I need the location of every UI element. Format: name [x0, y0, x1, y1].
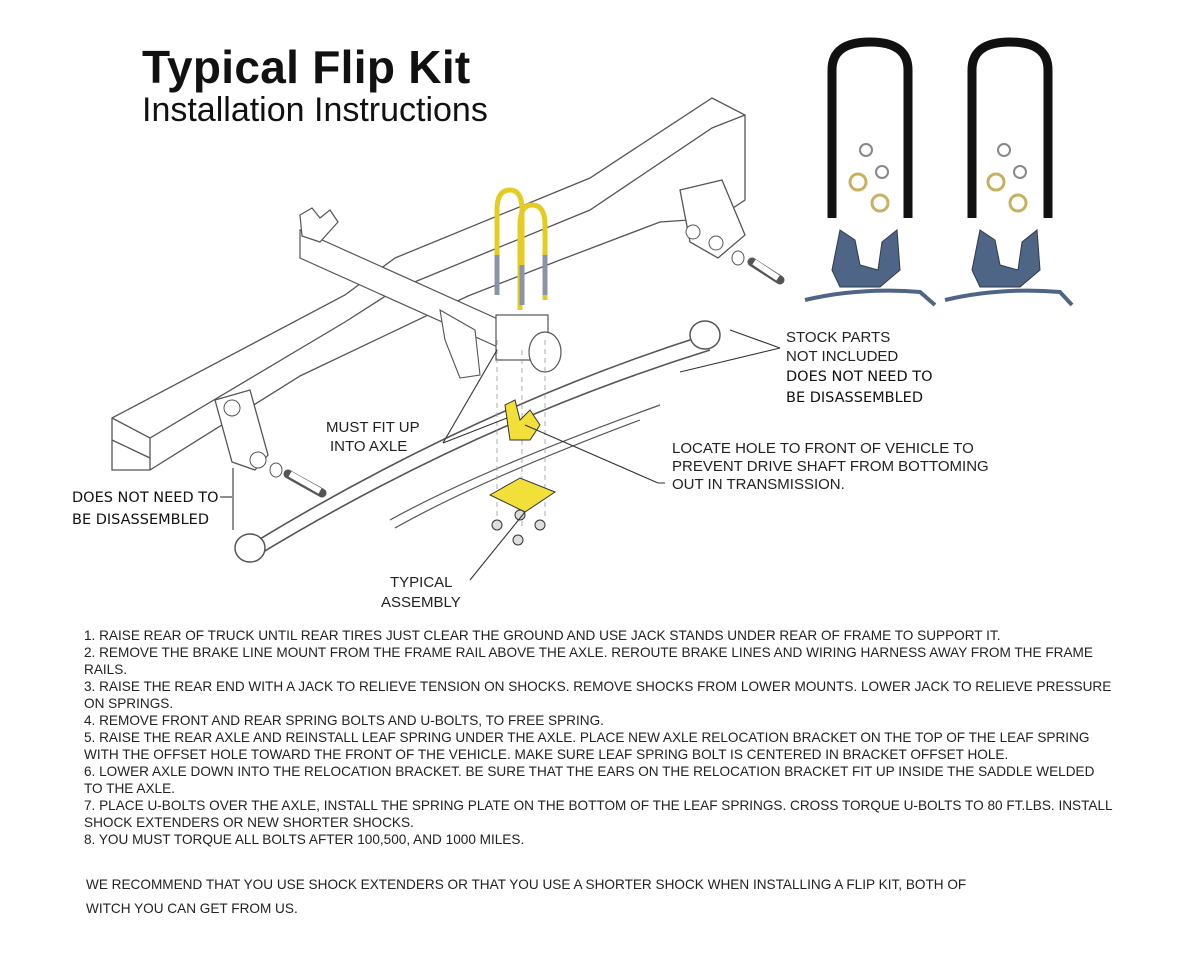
- front-hanger: [679, 179, 785, 285]
- must-fit-label-line1: MUST FIT UP: [326, 419, 420, 436]
- instruction-steps: 1. RAISE REAR OF TRUCK UNTIL REAR TIRES …: [84, 627, 1114, 848]
- relocation-bracket: [488, 399, 557, 546]
- no-disassemble-right-line1: DOES NOT NEED TO: [786, 369, 933, 385]
- step-8: 8. YOU MUST TORQUE ALL BOLTS AFTER 100,5…: [84, 832, 525, 847]
- step-3: 3. RAISE THE REAR END WITH A JACK TO REL…: [84, 679, 1112, 711]
- frame-rail: [111, 97, 746, 471]
- spring-plate: [488, 477, 557, 513]
- recommendation-line2: WITCH YOU CAN GET FROM US.: [86, 901, 298, 916]
- locate-hole-label-line2: PREVENT DRIVE SHAFT FROM BOTTOMING: [672, 458, 989, 475]
- step-5: 5. RAISE THE REAR AXLE AND REINSTALL LEA…: [84, 730, 1090, 762]
- must-fit-label-line2: INTO AXLE: [330, 438, 408, 455]
- stock-parts-photo: [804, 37, 1074, 307]
- no-disassemble-right-line2: BE DISASSEMBLED: [786, 390, 923, 406]
- typical-assembly-line2: ASSEMBLY: [381, 594, 461, 611]
- typical-assembly-line1: TYPICAL: [390, 574, 453, 591]
- stock-parts-label-line2: NOT INCLUDED: [786, 348, 899, 365]
- page-title: Typical Flip Kit: [142, 41, 471, 93]
- axle-tube: [299, 207, 562, 379]
- recommendation-line1: WE RECOMMEND THAT YOU USE SHOCK EXTENDER…: [86, 877, 967, 892]
- u-bolts-assembly: [494, 187, 548, 530]
- no-disassemble-left-line1: DOES NOT NEED TO: [72, 490, 219, 506]
- front-spring-eye: [689, 320, 721, 350]
- step-2: 2. REMOVE THE BRAKE LINE MOUNT FROM THE …: [84, 645, 1093, 677]
- page-subtitle: Installation Instructions: [142, 91, 488, 129]
- leaf-spring: [234, 320, 721, 563]
- leader-lines: [220, 329, 781, 581]
- rear-shackle: [214, 389, 327, 498]
- step-4: 4. REMOVE FRONT AND REAR SPRING BOLTS AN…: [84, 713, 604, 728]
- step-6: 6. LOWER AXLE DOWN INTO THE RELOCATION B…: [84, 764, 1095, 796]
- locate-hole-label-line1: LOCATE HOLE TO FRONT OF VEHICLE TO: [672, 440, 974, 457]
- step-1: 1. RAISE REAR OF TRUCK UNTIL REAR TIRES …: [84, 628, 1001, 643]
- step-7: 7. PLACE U-BOLTS OVER THE AXLE, INSTALL …: [84, 798, 1113, 830]
- locate-hole-label-line3: OUT IN TRANSMISSION.: [672, 476, 845, 493]
- stock-parts-label-line1: STOCK PARTS: [786, 329, 891, 346]
- rear-spring-eye: [234, 533, 266, 563]
- recommendation-note: WE RECOMMEND THAT YOU USE SHOCK EXTENDER…: [86, 873, 1086, 921]
- no-disassemble-left-line2: BE DISASSEMBLED: [72, 512, 209, 528]
